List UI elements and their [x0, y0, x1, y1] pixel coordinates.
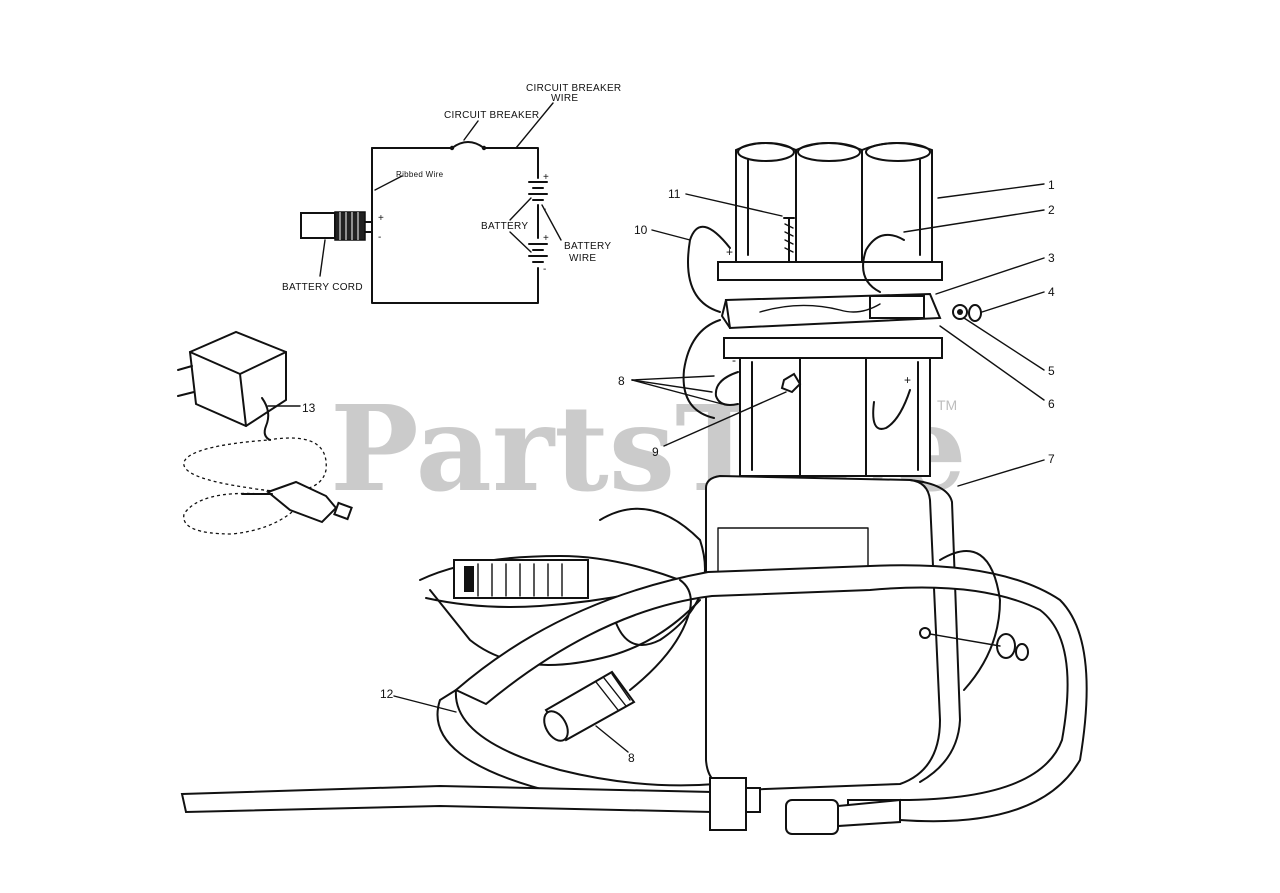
battery-cord-plug — [300, 211, 373, 241]
callout-13: 13 — [302, 401, 316, 415]
label-battery-cord: BATTERY CORD — [282, 282, 363, 293]
left-strap-end — [180, 784, 713, 814]
circuit-breaker-symbol — [451, 141, 485, 149]
svg-text:+: + — [378, 213, 384, 224]
svg-text:-: - — [543, 264, 547, 275]
battery-symbol-bottom — [528, 243, 548, 263]
buckle-left — [709, 777, 747, 831]
battery-symbol-top — [528, 181, 548, 201]
label-battery-wire-2: WIRE — [569, 253, 596, 264]
svg-text:-: - — [732, 353, 736, 367]
wiring-schematic: + - + - + - CIRCUIT BREAKER CIRCUIT BREA… — [282, 83, 621, 304]
watermark-tm: TM — [937, 397, 957, 413]
callout-3: 3 — [1048, 251, 1055, 265]
belt-pad — [453, 559, 589, 599]
label-battery-wire-1: BATTERY — [564, 241, 611, 252]
carry-case-assembly — [180, 474, 1088, 835]
callout-10: 10 — [634, 223, 648, 237]
battery-holder-assembly: + + - — [682, 142, 982, 477]
callout-1: 1 — [1048, 178, 1055, 192]
svg-text:+: + — [904, 373, 911, 387]
buckle-right — [785, 799, 839, 835]
bottom-battery-cells — [739, 357, 931, 477]
callout-8-bottom: 8 — [628, 751, 635, 765]
svg-text:+: + — [726, 245, 733, 259]
circuit-breaker-part — [869, 295, 925, 319]
svg-text:+: + — [543, 172, 549, 183]
callout-7: 7 — [1048, 452, 1055, 466]
callout-leaders — [267, 183, 1045, 753]
carry-case — [705, 474, 942, 792]
label-circuit-breaker-wire-1: CIRCUIT BREAKER — [526, 83, 621, 94]
charger-assembly — [177, 330, 353, 535]
svg-text:-: - — [378, 232, 382, 243]
callout-9: 9 — [652, 445, 659, 459]
callout-4: 4 — [1048, 285, 1055, 299]
callout-6: 6 — [1048, 397, 1055, 411]
label-battery: BATTERY — [481, 221, 528, 232]
svg-text:+: + — [543, 233, 549, 244]
callout-numbers: 1 2 3 4 5 6 7 8 8 9 10 11 12 13 — [302, 178, 1055, 765]
callout-12: 12 — [380, 687, 394, 701]
car-lighter-plug — [265, 480, 338, 524]
callout-5: 5 — [1048, 364, 1055, 378]
callout-2: 2 — [1048, 203, 1055, 217]
callout-11: 11 — [668, 187, 681, 201]
label-circuit-breaker: CIRCUIT BREAKER — [444, 110, 539, 121]
label-ribbed-wire: Ribbed Wire — [396, 170, 444, 179]
label-circuit-breaker-wire-2: WIRE — [551, 93, 578, 104]
callout-8-top: 8 — [618, 374, 625, 388]
